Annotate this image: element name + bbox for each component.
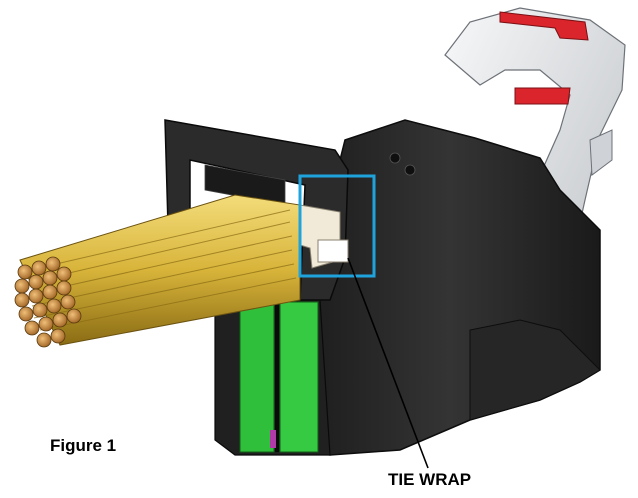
figure-caption: Figure 1 (50, 436, 117, 455)
tie-wrap-highlight-box (298, 174, 376, 278)
wire-ends (14, 256, 82, 348)
wire-bundle (14, 194, 301, 348)
tie-wrap (299, 204, 349, 269)
tie-wrap-label: TIE WRAP (388, 470, 472, 489)
tie-wrap-leader-line (347, 257, 429, 469)
